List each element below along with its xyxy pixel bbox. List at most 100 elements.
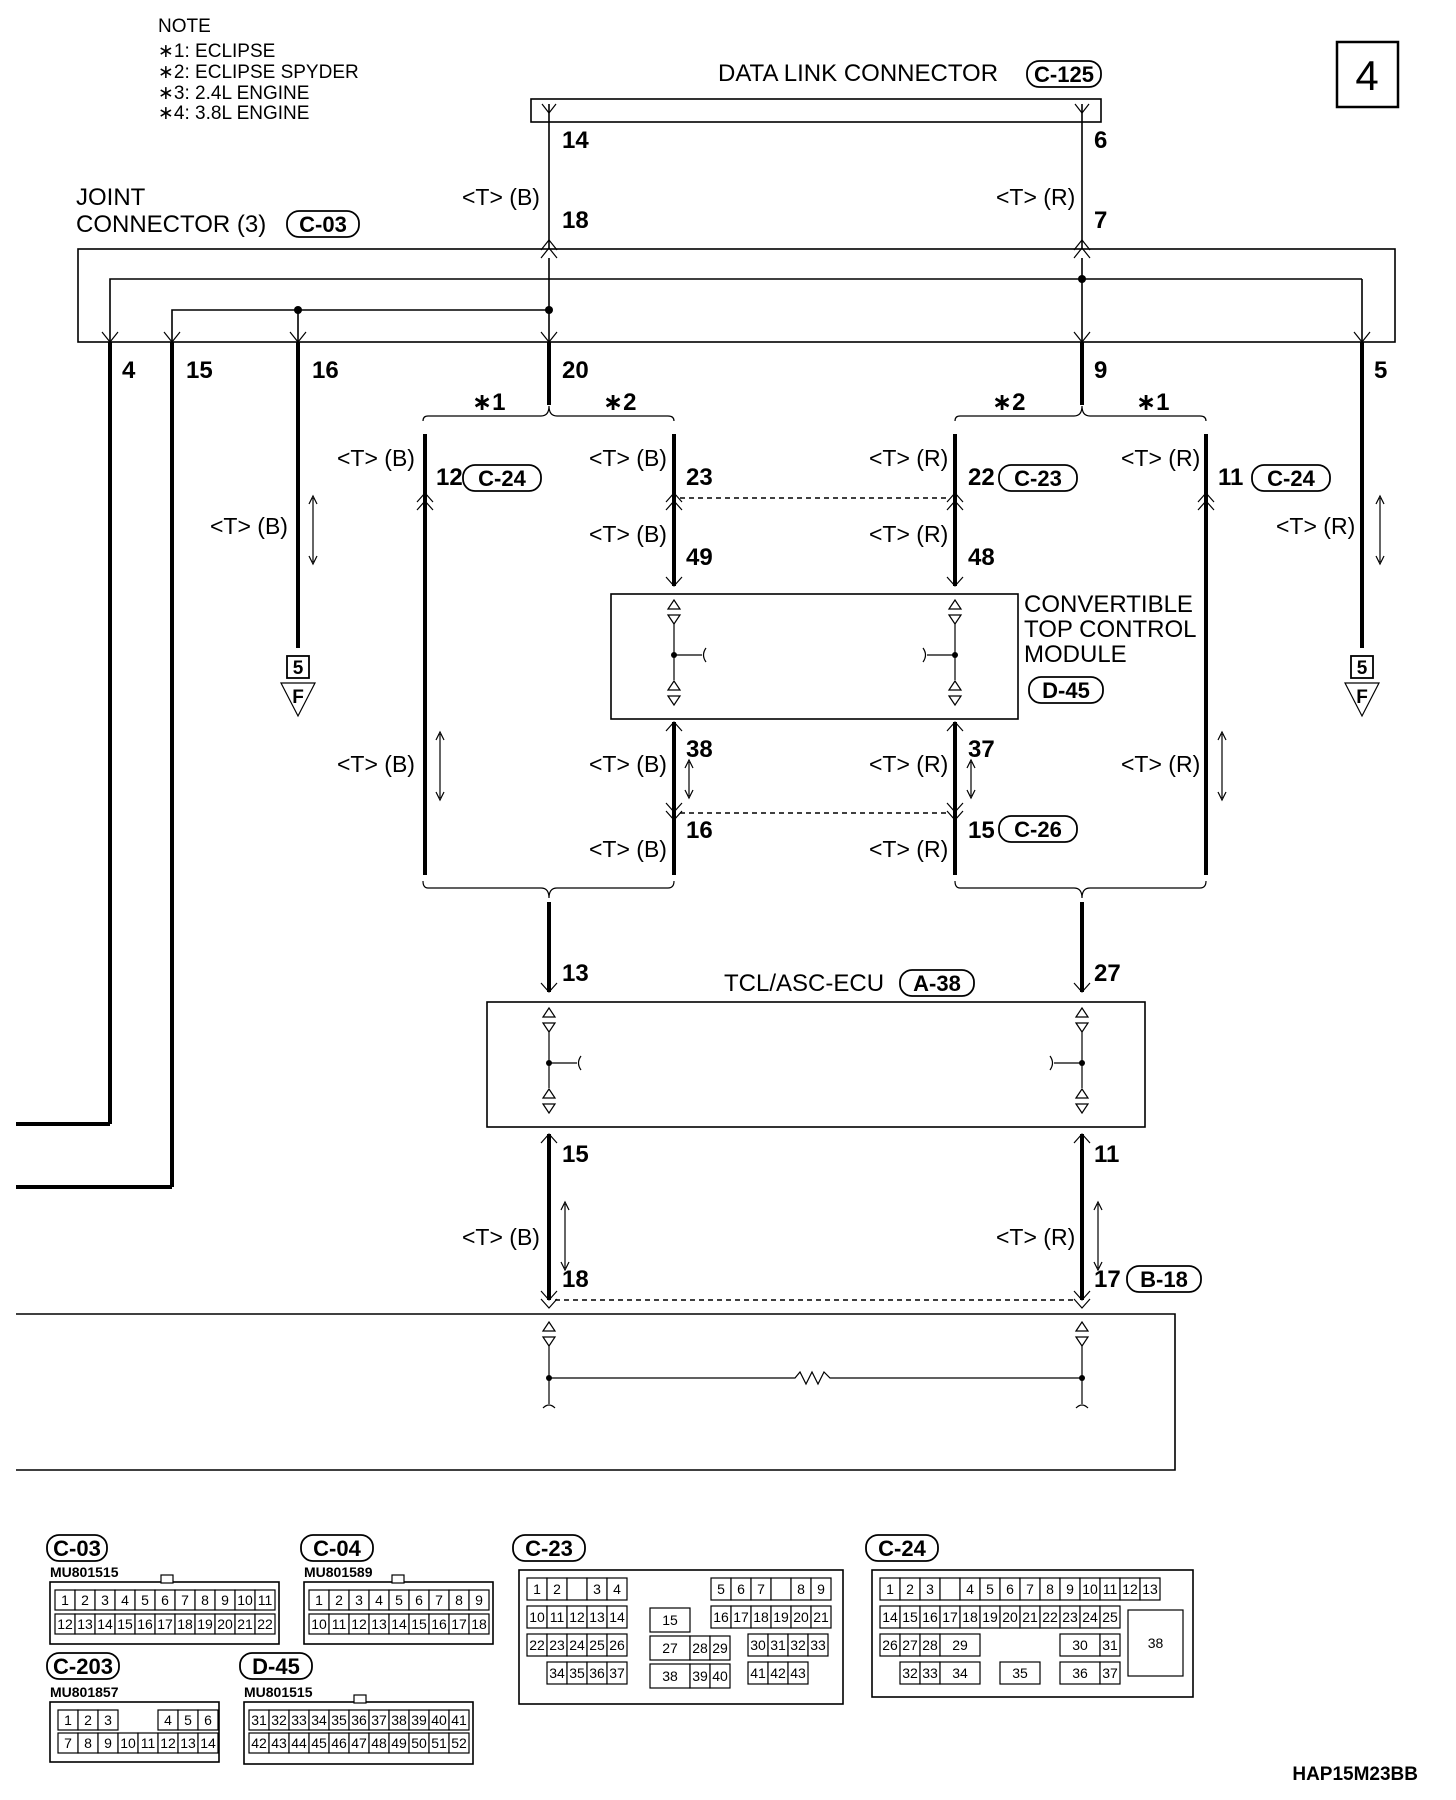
c203-pin-number: 12 (160, 1735, 176, 1751)
c23-pin-number: 27 (662, 1640, 678, 1656)
c24-pin-number: 12 (1122, 1581, 1138, 1597)
d45-cell (448, 1732, 470, 1754)
c24-pin-number: 31 (1102, 1637, 1118, 1653)
c23-cell (807, 1633, 829, 1657)
joint-pin-4: 4 (122, 357, 136, 384)
c24-pin-number: 26 (882, 1637, 898, 1653)
c23-pin-number: 7 (757, 1581, 765, 1597)
d45-pin-number: 51 (431, 1735, 447, 1751)
ecu-internal (540, 1006, 1103, 1309)
wire-label-r-7: <T> (R) (869, 836, 948, 862)
joint-code-badge (286, 210, 360, 238)
c23-code: C-23 (1014, 466, 1062, 491)
wire-label-b-2: <T> (B) (589, 445, 667, 471)
c24-pin-number: 33 (922, 1665, 938, 1681)
wire-label-b-5: <T> (B) (337, 751, 415, 777)
c23-cell (649, 1663, 691, 1689)
d45-pin-number: 40 (431, 1712, 447, 1728)
c23-badge (998, 464, 1078, 492)
c04-pin-number: 9 (475, 1592, 483, 1608)
c04-pin-number: 11 (332, 1616, 347, 1632)
c03-pin-number: 13 (77, 1616, 93, 1632)
c24-cell (1099, 1605, 1121, 1629)
c23-cell (810, 1605, 832, 1629)
c23-pin-number: 18 (753, 1609, 769, 1625)
joint-pin-20: 20 (562, 357, 589, 384)
c23-pin-number: 21 (813, 1609, 829, 1625)
dlc-code: C-125 (1034, 62, 1094, 87)
c23-pin-number: 20 (793, 1609, 809, 1625)
c24-pin-number: 25 (1102, 1609, 1118, 1625)
d45-pin-number: 39 (411, 1712, 427, 1728)
wire-label-r-5: <T> (R) (869, 751, 948, 777)
c203-pin-number: 14 (200, 1735, 216, 1751)
wire-label-r-2: <T> (R) (1121, 445, 1200, 471)
d45-pin-number: 42 (251, 1735, 267, 1751)
ecu-pin-15: 15 (562, 1141, 589, 1168)
c23-view-code: C-23 (525, 1536, 573, 1561)
d45-pin-number: 49 (391, 1735, 407, 1751)
module-pin-37: 37 (968, 736, 995, 763)
dlc-box (530, 98, 1102, 123)
c23-pin-number: 16 (713, 1609, 729, 1625)
c24-pin-number: 20 (1002, 1609, 1018, 1625)
c23-pin-22: 22 (968, 464, 995, 491)
c03-cell (254, 1589, 276, 1611)
c24-cell (1139, 1577, 1161, 1601)
joint-label-1: JOINT (76, 184, 146, 211)
c23-pin-number: 24 (569, 1637, 585, 1653)
c23-pin-number: 22 (529, 1637, 545, 1653)
ecu-label: TCL/ASC-ECU (724, 970, 884, 997)
wire-label-r-4: <T> (R) (1276, 513, 1355, 539)
c23-pin-number: 42 (770, 1665, 786, 1681)
c04-pin-number: 17 (451, 1616, 467, 1632)
c203-pin-number: 7 (64, 1735, 72, 1751)
c24-pin-number: 7 (1026, 1581, 1034, 1597)
c23-pin-number: 9 (817, 1581, 825, 1597)
ecu-pin-11: 11 (1094, 1141, 1119, 1168)
c24-pin-number: 2 (906, 1581, 914, 1597)
c03-pin-number: 16 (137, 1616, 153, 1632)
c24-badge-right (1251, 464, 1331, 492)
d45-pin-number: 37 (371, 1712, 387, 1728)
c03-pin-number: 4 (121, 1592, 129, 1608)
terminator-internal (541, 1320, 1090, 1409)
c03-pin-number: 20 (217, 1616, 233, 1632)
note-heading: NOTE (158, 16, 211, 37)
d45-pin-number: 52 (451, 1735, 467, 1751)
c04-pin-number: 7 (435, 1592, 443, 1608)
b18-pin-18: 18 (562, 1266, 589, 1293)
wire-label-r-6: <T> (R) (1121, 751, 1200, 777)
module-label-3: MODULE (1024, 641, 1127, 668)
d45-pin-number: 33 (291, 1712, 307, 1728)
d45-part: MU801515 (244, 1684, 313, 1700)
joint-pin-5: 5 (1374, 357, 1387, 384)
c203-cell (197, 1709, 219, 1731)
c04-pin-number: 4 (375, 1592, 383, 1608)
off-page-letter-right: F (1356, 687, 1368, 708)
c04-code: C-04 (313, 1536, 361, 1561)
module-label-1: CONVERTIBLE (1024, 591, 1193, 618)
c23-cell (709, 1635, 731, 1661)
c23-pin-number: 1 (533, 1581, 541, 1597)
note-item-1: ∗1: ECLIPSE (158, 41, 275, 62)
wire-label-b-top: <T> (B) (462, 184, 540, 210)
c24-pin-number: 1 (886, 1581, 894, 1597)
off-page-num-right: 5 (1357, 658, 1368, 679)
c04-cell (468, 1613, 490, 1635)
c23-pin-number: 39 (692, 1668, 708, 1684)
c203-pin-number: 2 (84, 1712, 92, 1728)
wire-label-r-8: <T> (R) (996, 1224, 1075, 1250)
variant-brace-top (422, 405, 1207, 422)
c23-pin-number: 11 (550, 1609, 565, 1625)
d45-pin-number: 31 (251, 1712, 267, 1728)
c23-cell (606, 1605, 628, 1629)
c24-pin-number: 19 (982, 1609, 998, 1625)
off-page-ref-left (280, 655, 316, 718)
c24-pin-number: 38 (1148, 1635, 1164, 1651)
module-pin-38: 38 (686, 736, 713, 763)
c23-cell (649, 1607, 691, 1633)
c23-pin-number: 10 (529, 1609, 545, 1625)
